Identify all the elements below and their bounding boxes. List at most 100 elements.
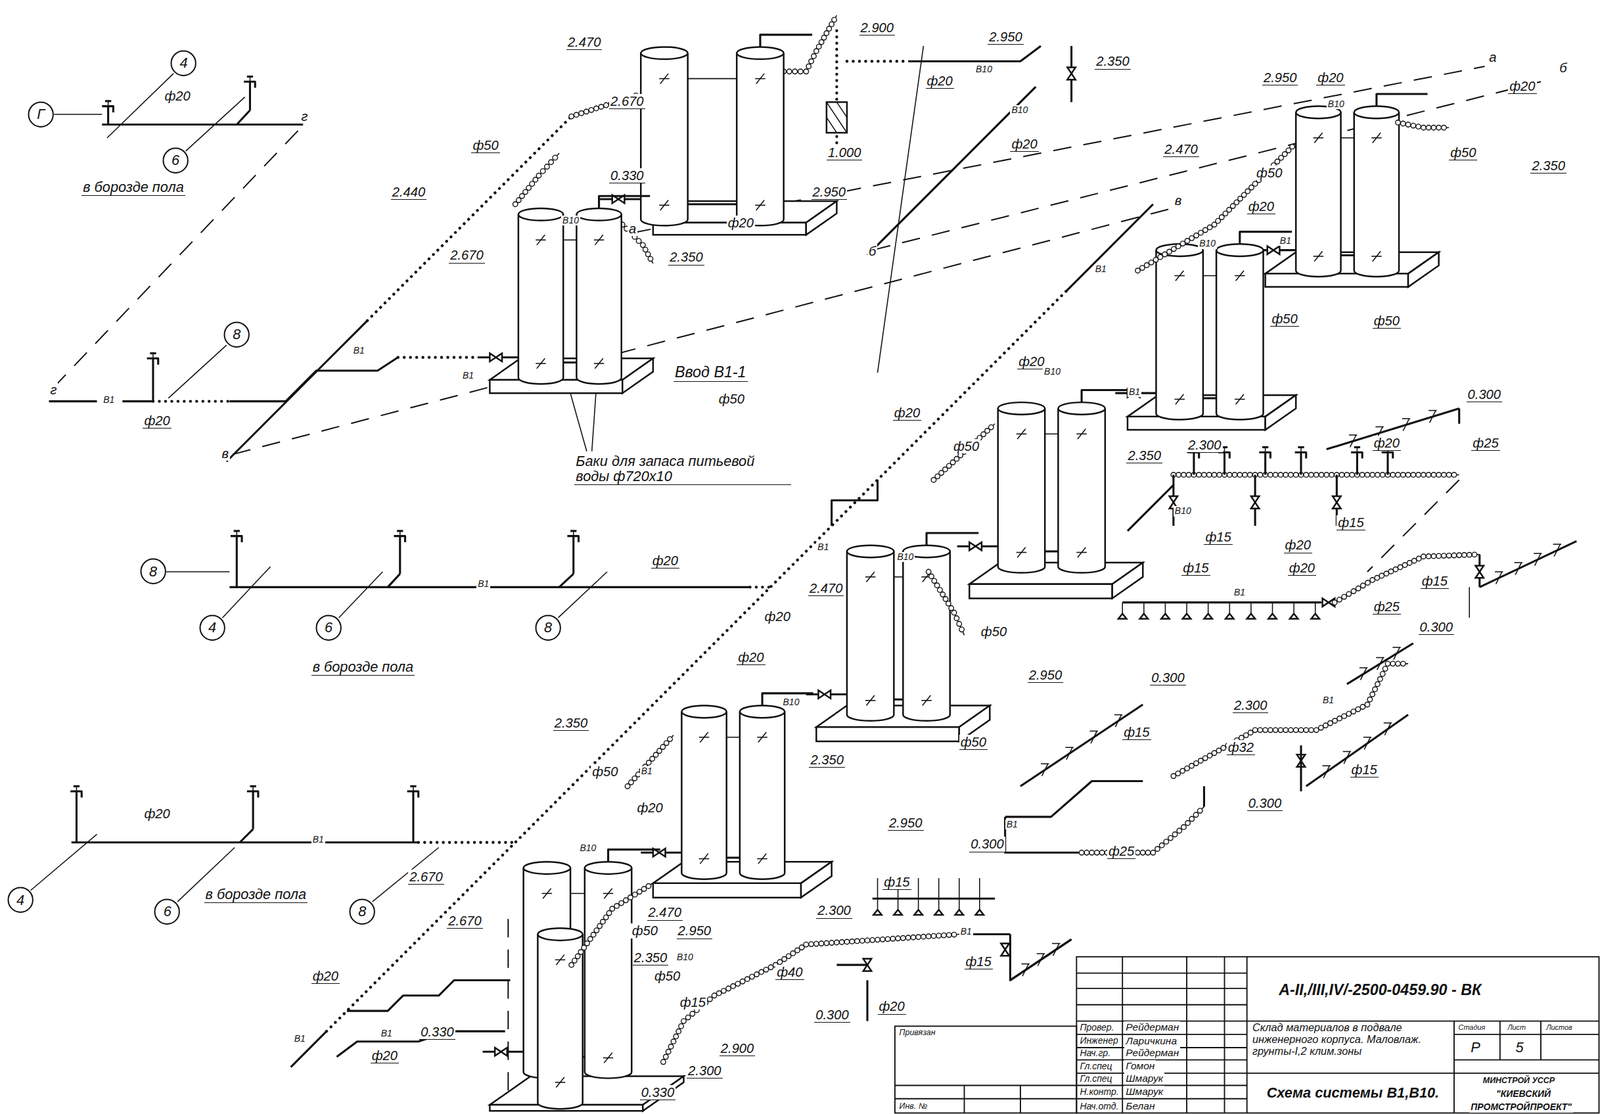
insulation-coil <box>1360 582 1366 588</box>
elevation-mark: 2.300 <box>1186 437 1223 453</box>
insulation-coil <box>1456 552 1462 558</box>
tank-top <box>998 402 1045 415</box>
insulation-coil <box>1193 760 1199 766</box>
insulation-coil <box>1379 472 1385 478</box>
insulation-coil <box>1370 577 1375 583</box>
elevation-mark: 0.300 <box>1466 387 1503 403</box>
pipe-line <box>555 1081 566 1083</box>
insulation-coil <box>1372 686 1378 692</box>
insulation-coil <box>1346 591 1351 596</box>
insulation-coil <box>1176 827 1182 833</box>
callout-number: 4 <box>179 55 188 71</box>
insulation-coil <box>880 937 886 942</box>
elevation-mark: 2.950 <box>887 815 924 831</box>
insulation-coil <box>1193 233 1199 238</box>
elevation-mark: 2.350 <box>808 752 845 768</box>
pipe-line <box>1040 762 1049 765</box>
insulation-coil <box>569 961 574 967</box>
valve-symbol <box>1332 496 1341 509</box>
system-code: В10 <box>1326 99 1346 110</box>
pipe-diameter: ф15 <box>882 874 911 890</box>
elevation-mark: 2.350 <box>668 249 704 265</box>
tank-body <box>739 711 785 880</box>
tank-body <box>1354 112 1399 277</box>
insulation-coil <box>1375 472 1380 478</box>
pipe-line <box>557 571 608 618</box>
callout-circle: 8 <box>139 557 167 585</box>
insulation-coil <box>594 105 599 111</box>
system-code: В1 <box>816 542 830 552</box>
insulation-coil <box>667 736 673 742</box>
elevation-mark: 2.670 <box>609 93 645 110</box>
pipe-diameter: ф20 <box>1287 560 1317 576</box>
insulation-coil <box>1170 773 1176 778</box>
insulation-coil <box>1416 472 1421 478</box>
tank-base <box>1265 394 1297 430</box>
callout-ring <box>316 615 341 640</box>
insulation-coil <box>603 914 608 920</box>
elevation-mark: 1.000 <box>826 145 863 161</box>
pipe-line <box>411 791 414 843</box>
pipe-line <box>185 97 246 152</box>
insulation-coil <box>536 172 541 178</box>
insulation-coil <box>1446 472 1451 478</box>
pipe-line <box>1393 647 1400 660</box>
elevation-mark: 0.330 <box>419 1024 455 1040</box>
insulation-coil <box>1207 753 1212 758</box>
insulation-coil <box>1344 472 1349 478</box>
tank-body <box>902 551 950 721</box>
pipe-line <box>1367 479 1460 572</box>
system-code: В10 <box>578 843 598 853</box>
pipe-line <box>1534 553 1541 566</box>
pipe-diameter: ф15 <box>1203 529 1233 545</box>
tank-base <box>800 861 832 897</box>
tank-top <box>1057 402 1105 415</box>
insulation-coil <box>844 938 849 944</box>
pipe-line <box>1494 571 1503 573</box>
elevation-mark: 2.350 <box>1530 158 1566 174</box>
pipe-diameter: ф20 <box>1283 537 1313 553</box>
pipe-line <box>1127 484 1174 531</box>
valve-symbol <box>969 542 982 550</box>
elevation-mark: 2.670 <box>448 247 485 263</box>
pipe-line <box>507 918 509 1098</box>
section-letter: г <box>49 382 59 397</box>
callout-number: 4 <box>208 620 217 635</box>
pipe-line <box>122 400 154 403</box>
pipe-line <box>398 356 478 359</box>
insulation-coil <box>905 935 911 940</box>
pipe-line <box>339 571 384 618</box>
insulation-coil <box>1367 697 1372 702</box>
title-block-cell: Листов <box>1544 1023 1574 1032</box>
callout-ring <box>171 51 196 76</box>
pipe-line <box>1203 396 1217 399</box>
pipe-line <box>101 123 303 126</box>
pipe-diameter: ф40 <box>775 964 804 980</box>
insulation-coil <box>1172 831 1177 837</box>
pipe-line <box>236 110 250 125</box>
insulation-coil <box>540 168 545 174</box>
insulation-coil <box>1350 708 1356 714</box>
insulation-coil <box>808 941 814 947</box>
callout-number: Г <box>36 107 45 122</box>
pipe-line <box>1122 601 1322 604</box>
insulation-coil <box>1390 472 1395 478</box>
pipe-line <box>101 106 114 113</box>
title-block-cell: Белан <box>1124 1099 1156 1112</box>
callout-ring <box>535 615 560 640</box>
pipe-line <box>1322 764 1331 767</box>
pipe-line <box>958 877 960 899</box>
pipe-diameter: ф15 <box>1122 724 1151 740</box>
pipe-line <box>1359 666 1368 669</box>
pipe-line <box>865 699 876 702</box>
pipe-line <box>926 532 979 546</box>
system-code: В10 <box>895 551 915 562</box>
insulation-coil <box>1446 553 1451 558</box>
pipe-line <box>1115 714 1121 728</box>
pipe-line <box>1044 433 1058 435</box>
insulation-coil <box>941 932 947 938</box>
pipe-line <box>1076 987 1247 989</box>
pipe-line <box>963 1084 966 1113</box>
system-code: В10 <box>1042 366 1062 377</box>
